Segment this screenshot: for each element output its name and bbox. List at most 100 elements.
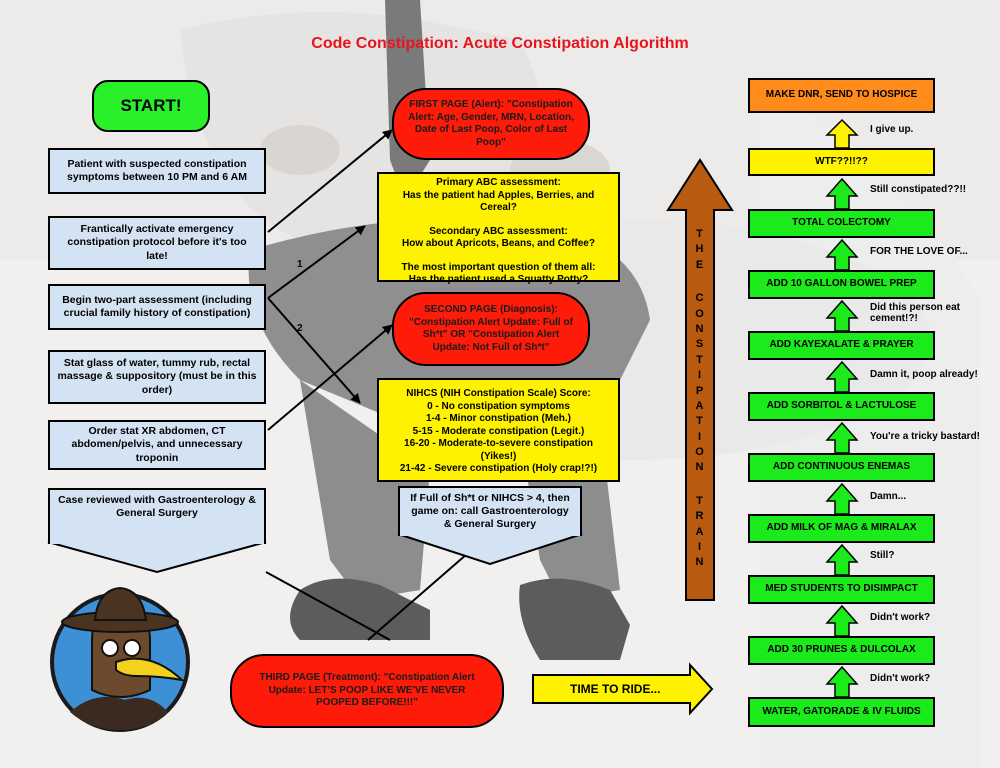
ladder-step-text: MAKE DNR, SEND TO HOSPICE (765, 89, 918, 101)
up-arrow (825, 360, 859, 393)
abc-assessment-box: Primary ABC assessment: Has the patient … (377, 172, 620, 285)
branch-label-1: 1 (297, 259, 303, 270)
ladder-step-text: ADD KAYEXALATE & PRAYER (769, 339, 914, 351)
second-page-text: SECOND PAGE (Diagnosis): "Constipation A… (409, 304, 573, 353)
page-title: Code Constipation: Acute Constipation Al… (311, 35, 689, 52)
arrow-branch-2 (267, 297, 361, 404)
ladder-step-text: WATER, GATORADE & IV FLUIDS (762, 705, 921, 717)
start-box: START! (92, 80, 210, 132)
ladder-note: Still constipated??!! (870, 184, 967, 195)
start-label: START! (120, 96, 182, 116)
train-letter: I (697, 369, 703, 382)
ladder-step-text: ADD MILK OF MAG & MIRALAX (766, 522, 917, 534)
step-text: Frantically activate emergency constipat… (67, 223, 247, 262)
step-box: Order stat XR abdomen, CT abdomen/pelvis… (48, 420, 266, 470)
branch-label-2: 2 (297, 323, 303, 334)
ladder-step: ADD SORBITOL & LACTULOSE (748, 392, 935, 421)
train-letter: O (695, 307, 705, 320)
train-letter: T (696, 353, 704, 366)
step-box: Frantically activate emergency constipat… (48, 216, 266, 270)
arrow-to-second-page (267, 324, 393, 431)
second-page-box: SECOND PAGE (Diagnosis): "Constipation A… (392, 292, 590, 366)
train-letter: I (697, 541, 703, 554)
nihcs-line: 5-15 - Moderate constipation (Legit.) (412, 425, 585, 437)
train-letter: C (695, 292, 705, 305)
call-consult-box: If Full of Sh*t or NIHCS > 4, then game … (398, 486, 582, 536)
ladder-step: MED STUDENTS TO DISIMPACT (748, 575, 935, 604)
abc-important-title: The most important question of them all: (401, 261, 596, 273)
ladder-step: ADD MILK OF MAG & MIRALAX (748, 514, 935, 543)
train-arrow (666, 158, 734, 601)
ladder-step-wtf: WTF??!!?? (748, 148, 935, 176)
ladder-step: ADD 30 PRUNES & DULCOLAX (748, 636, 935, 665)
step-box: Stat glass of water, tummy rub, rectal m… (48, 350, 266, 404)
ladder-step: TOTAL COLECTOMY (748, 209, 935, 238)
ladder-note: Didn't work? (870, 612, 931, 623)
nihcs-line: 16-20 - Moderate-to-severe constipation … (404, 438, 593, 462)
call-consult-text: If Full of Sh*t or NIHCS > 4, then game … (410, 492, 570, 531)
train-text: T H E C O N S T I P A T I O N T R A I N (687, 228, 713, 572)
ladder-step: ADD 10 GALLON BOWEL PREP (748, 270, 935, 299)
up-arrow (825, 118, 859, 149)
ladder-step: ADD CONTINUOUS ENEMAS (748, 453, 935, 482)
ladder-step-text: ADD SORBITOL & LACTULOSE (766, 400, 917, 412)
ladder-step-text: ADD 30 PRUNES & DULCOLAX (767, 644, 916, 656)
ladder-step: ADD KAYEXALATE & PRAYER (748, 331, 935, 360)
ladder-step-text: ADD 10 GALLON BOWEL PREP (766, 278, 917, 290)
train-letter: T (696, 228, 704, 240)
ladder-step-text: ADD CONTINUOUS ENEMAS (772, 461, 911, 473)
third-page-box: THIRD PAGE (Treatment): "Constipation Al… (230, 654, 504, 728)
train-letter: A (695, 399, 705, 412)
nihcs-line: 21-42 - Severe constipation (Holy crap!?… (399, 463, 598, 474)
train-letter: T (696, 494, 704, 507)
ladder-step-text: TOTAL COLECTOMY (792, 217, 891, 229)
abc-secondary-text: How about Apricots, Beans, and Coffee? (402, 238, 595, 249)
time-to-ride-arrow (532, 662, 714, 716)
up-arrow (825, 604, 859, 637)
nihcs-line: 0 - No constipation symptoms (427, 400, 570, 412)
arrow-to-first-page (267, 129, 393, 233)
ladder-step-hospice: MAKE DNR, SEND TO HOSPICE (748, 78, 935, 113)
up-arrow (825, 299, 859, 332)
train-letter: I (697, 430, 703, 443)
abc-primary-text: Has the patient had Apples, Berries, and… (402, 189, 595, 214)
abc-secondary-title: Secondary ABC assessment: (429, 225, 568, 237)
ladder-note: Damn... (870, 491, 907, 502)
step-text: Patient with suspected constipation symp… (67, 157, 247, 183)
nihcs-title: NIHCS (NIH Constipation Scale) Score: (406, 388, 591, 399)
first-page-box: FIRST PAGE (Alert): "Constipation Alert:… (392, 88, 590, 160)
step-box: Case reviewed with Gastroenterology & Ge… (48, 488, 266, 544)
train-letter: S (695, 338, 705, 351)
time-to-ride-label: TIME TO RIDE... (570, 682, 661, 696)
train-letter: P (695, 384, 705, 397)
third-page-text: THIRD PAGE (Treatment): "Constipation Al… (259, 672, 475, 709)
abc-important-text: Has the patient used a Squatty Potty? (408, 274, 589, 285)
ladder-note: Didn't work? (870, 673, 931, 684)
ladder-step-text: WTF??!!?? (815, 155, 868, 167)
arrow-branch-1 (267, 225, 366, 299)
ladder-note: Damn it, poop already! (870, 369, 978, 380)
step-text: Stat glass of water, tummy rub, rectal m… (57, 357, 257, 396)
train-letter: E (695, 258, 705, 271)
up-arrow (825, 238, 859, 271)
train-letter: N (695, 461, 705, 474)
train-letter: N (695, 322, 705, 335)
train-letter: A (695, 525, 705, 538)
ladder-note: Did this person eat cement!?! (870, 302, 961, 324)
step-text: Order stat XR abdomen, CT abdomen/pelvis… (71, 425, 243, 464)
train-letter: H (695, 243, 705, 256)
train-letter: N (695, 556, 705, 569)
train-letter: O (695, 446, 705, 459)
first-page-text: FIRST PAGE (Alert): "Constipation Alert:… (408, 99, 574, 148)
line-to-third-page-left (265, 571, 391, 641)
step-text: Begin two-part assessment (including cru… (62, 293, 252, 319)
train-letter: R (695, 510, 705, 523)
up-arrow (825, 543, 859, 576)
train-letter: T (696, 415, 704, 428)
ladder-note: Still? (870, 550, 895, 561)
nihcs-box: NIHCS (NIH Constipation Scale) Score: 0 … (377, 378, 620, 482)
step-box: Patient with suspected constipation symp… (48, 148, 266, 194)
ladder-step: WATER, GATORADE & IV FLUIDS (748, 697, 935, 727)
